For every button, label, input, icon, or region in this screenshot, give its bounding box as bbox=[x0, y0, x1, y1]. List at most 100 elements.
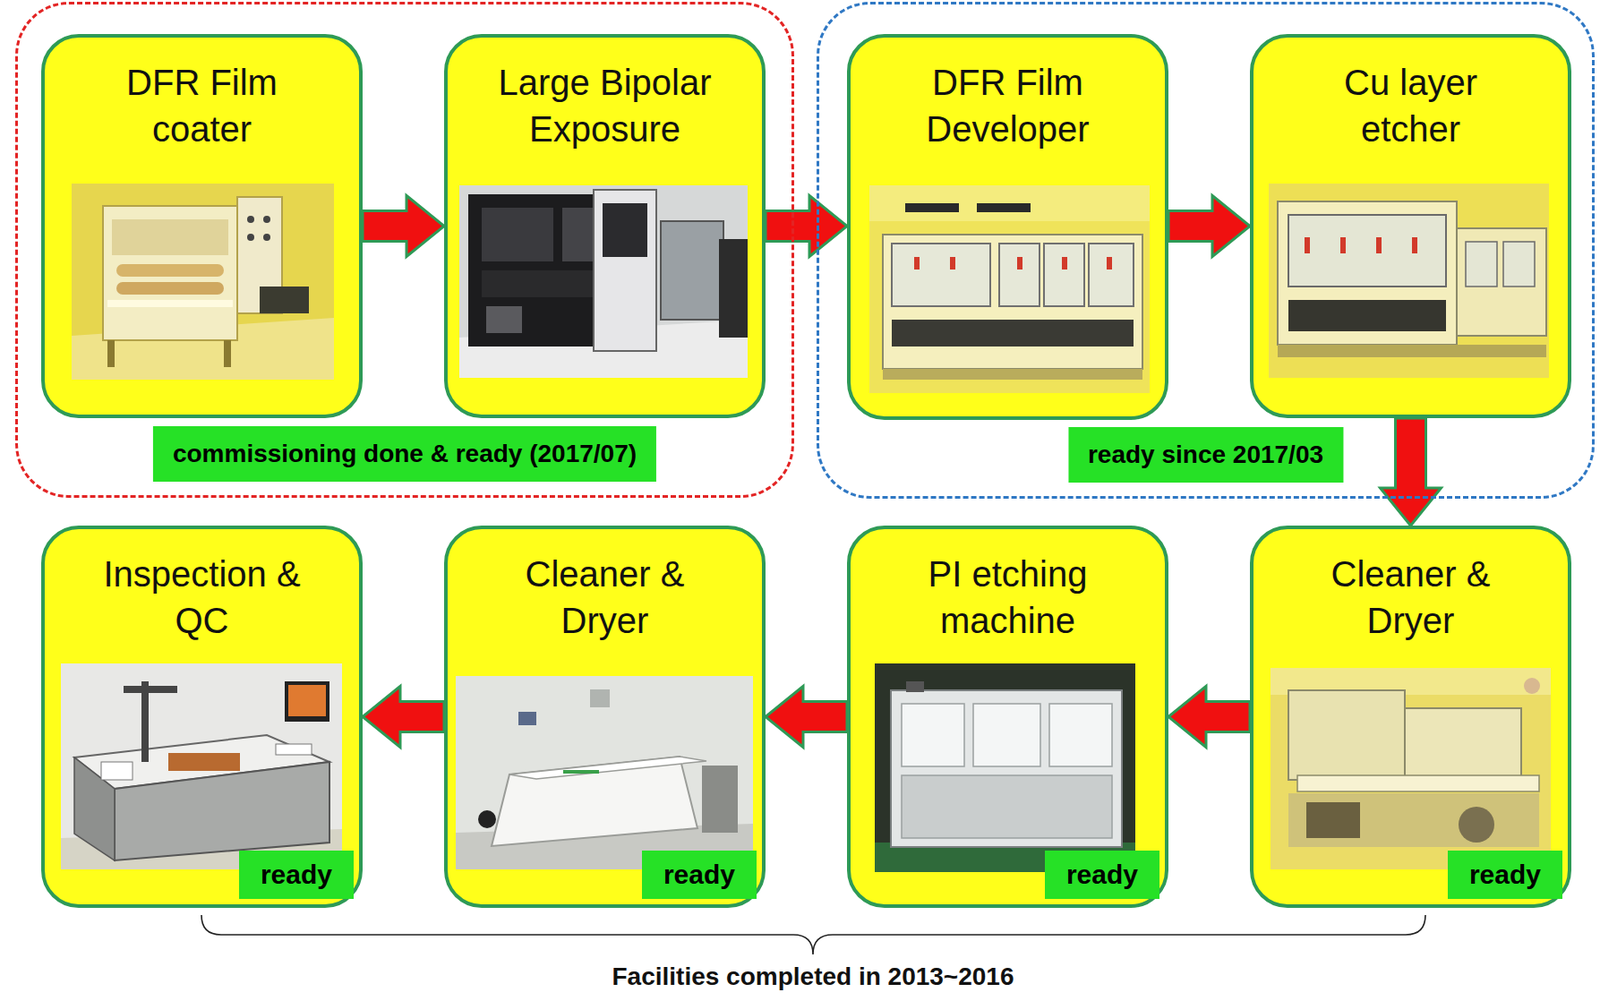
photo-detail bbox=[701, 765, 738, 833]
photo-detail bbox=[486, 306, 522, 334]
status-band: ready since 2017/03 bbox=[1068, 427, 1344, 483]
photo-detail bbox=[1270, 667, 1551, 870]
photo-detail bbox=[509, 756, 707, 779]
photo-detail bbox=[906, 681, 925, 693]
photo-detail bbox=[111, 219, 229, 256]
photo-detail bbox=[718, 239, 748, 338]
photo-detail bbox=[1288, 690, 1405, 780]
photo-detail bbox=[107, 340, 115, 368]
photo-detail bbox=[288, 684, 326, 717]
photo-detail bbox=[223, 340, 232, 368]
box-title: Cleaner & Dryer bbox=[1296, 550, 1525, 644]
photo-detail bbox=[914, 256, 920, 270]
photo-detail bbox=[891, 319, 1134, 347]
note-label: Facilities completed in 2013~2016 bbox=[611, 961, 1014, 993]
process-box: Large Bipolar Exposure bbox=[444, 34, 766, 419]
block-arrow bbox=[765, 196, 848, 257]
photo-detail bbox=[973, 703, 1041, 767]
equipment-photo bbox=[459, 185, 748, 378]
equipment-photo bbox=[71, 183, 334, 380]
photo-detail bbox=[259, 286, 309, 314]
photo-detail bbox=[905, 203, 959, 213]
photo-detail bbox=[1277, 201, 1457, 345]
photo-detail bbox=[901, 775, 1113, 839]
photo-detail bbox=[1523, 677, 1541, 694]
process-box: Cleaner & Dryer ready bbox=[1249, 525, 1572, 908]
photo-detail bbox=[114, 761, 330, 861]
photo-detail bbox=[284, 681, 330, 722]
curly-brace bbox=[201, 915, 1426, 955]
photo-detail bbox=[882, 234, 1143, 369]
equipment-photo bbox=[455, 675, 753, 870]
photo-detail bbox=[1017, 256, 1023, 270]
photo-detail bbox=[882, 368, 1143, 380]
photo-detail bbox=[890, 690, 1122, 848]
photo-detail bbox=[1304, 237, 1310, 254]
photo-detail bbox=[168, 752, 240, 771]
photo-detail bbox=[1411, 237, 1418, 254]
photo-detail bbox=[1288, 214, 1446, 287]
process-box: DFR Film Developer bbox=[847, 34, 1169, 420]
photo-detail bbox=[891, 243, 991, 307]
box-title: DFR Film coater bbox=[87, 59, 317, 153]
photo-detail bbox=[1061, 256, 1068, 270]
photo-detail bbox=[1277, 344, 1547, 358]
status-tag: ready bbox=[1044, 850, 1160, 899]
photo-detail bbox=[116, 282, 224, 295]
photo-detail bbox=[602, 203, 648, 257]
status-band: commissioning done & ready (2017/07) bbox=[153, 426, 657, 482]
photo-detail bbox=[459, 185, 748, 378]
photo-detail bbox=[518, 711, 537, 726]
photo-detail bbox=[1043, 243, 1085, 307]
box-title: PI etching machine bbox=[893, 550, 1122, 644]
box-title: Cu layer etcher bbox=[1296, 59, 1525, 153]
photo-detail bbox=[976, 203, 1031, 213]
status-tag: ready bbox=[239, 850, 354, 899]
photo-detail bbox=[247, 233, 255, 241]
photo-detail bbox=[1456, 228, 1547, 336]
photo-detail bbox=[999, 243, 1040, 307]
photo-detail bbox=[275, 744, 312, 755]
photo-detail bbox=[478, 810, 497, 829]
photo-detail bbox=[593, 189, 657, 351]
box-title: DFR Film Developer bbox=[893, 59, 1122, 153]
photo-detail bbox=[1049, 703, 1113, 767]
block-arrow bbox=[1168, 686, 1250, 748]
equipment-photo bbox=[60, 663, 343, 870]
block-arrow bbox=[362, 196, 445, 257]
photo-detail bbox=[1106, 256, 1113, 270]
photo-detail bbox=[247, 215, 255, 223]
block-arrow bbox=[1168, 196, 1250, 257]
photo-detail bbox=[869, 185, 1150, 394]
photo-detail bbox=[116, 264, 224, 277]
photo-detail bbox=[1503, 241, 1535, 287]
photo-detail bbox=[123, 685, 178, 694]
photo-detail bbox=[590, 689, 610, 708]
photo-detail bbox=[263, 233, 271, 241]
photo-detail bbox=[901, 703, 965, 767]
photo-detail bbox=[1306, 802, 1361, 839]
photo-detail bbox=[1268, 183, 1549, 378]
photo-detail bbox=[869, 185, 1150, 222]
equipment-photo bbox=[869, 185, 1150, 394]
group-region: DFR Film Developer Cu layer etcher ready … bbox=[816, 1, 1595, 499]
photo-detail bbox=[107, 299, 233, 308]
photo-detail bbox=[455, 675, 753, 870]
photo-detail bbox=[660, 221, 724, 320]
box-title: Inspection & QC bbox=[87, 550, 317, 644]
process-box: DFR Film coater bbox=[41, 34, 363, 419]
photo-detail bbox=[102, 205, 238, 341]
status-tag: ready bbox=[1447, 850, 1563, 899]
photo-detail bbox=[563, 770, 599, 774]
equipment-photo bbox=[1268, 183, 1549, 378]
photo-detail bbox=[874, 663, 1136, 873]
photo-detail bbox=[101, 761, 133, 780]
photo-detail bbox=[1297, 775, 1540, 792]
process-box: Cu layer etcher bbox=[1249, 34, 1572, 419]
photo-detail bbox=[949, 256, 956, 270]
equipment-photo bbox=[1270, 667, 1551, 870]
block-arrow bbox=[1380, 418, 1442, 526]
equipment-photo bbox=[874, 663, 1136, 873]
block-arrow bbox=[765, 686, 848, 748]
